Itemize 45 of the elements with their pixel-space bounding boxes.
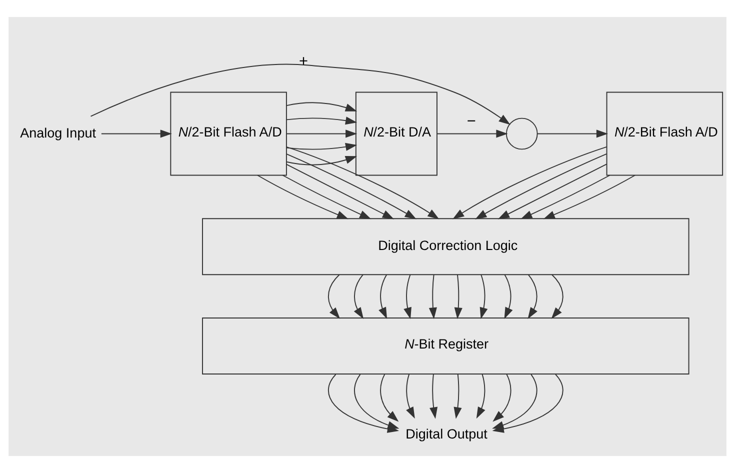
arrow — [543, 174, 636, 220]
arrow — [286, 164, 394, 220]
arrow — [528, 274, 538, 319]
edge-label: − — [466, 112, 476, 130]
arrow — [520, 174, 610, 220]
arrow — [498, 164, 608, 220]
node-circle — [506, 118, 538, 150]
arrow — [454, 374, 462, 419]
node-text: Analog Input — [20, 125, 96, 140]
arrow — [551, 274, 564, 319]
arrow — [480, 274, 488, 320]
node-box: Digital Correction Logic — [202, 218, 690, 276]
arrow — [286, 146, 440, 220]
arrow — [476, 374, 486, 419]
node-box: N-Bit Register — [202, 318, 690, 374]
arrow — [286, 116, 358, 125]
arrow — [286, 130, 358, 138]
arrow — [430, 374, 438, 419]
arrow — [328, 274, 340, 319]
arrow — [436, 130, 508, 138]
arrow — [475, 153, 607, 220]
arrow — [257, 174, 348, 220]
arrow — [406, 374, 415, 419]
arrow — [378, 274, 388, 320]
node-box: N/2-Bit D/A — [355, 92, 438, 176]
arrow — [452, 146, 607, 220]
arrow — [100, 130, 172, 138]
arrow — [537, 130, 608, 138]
node-box: N/2-Bit Flash A/D — [606, 92, 724, 176]
arrow — [428, 274, 437, 320]
arrow — [286, 154, 416, 220]
arrow — [286, 156, 358, 166]
arrow — [454, 274, 462, 320]
arrow — [504, 274, 513, 320]
node-text: Digital Output — [406, 426, 488, 442]
arrow — [380, 374, 399, 422]
arrow — [90, 64, 510, 125]
arrow — [404, 274, 412, 320]
arrow — [286, 142, 358, 151]
arrow — [354, 374, 400, 429]
arrow — [354, 274, 364, 319]
arrow — [492, 374, 512, 422]
node-box: N/2-Bit Flash A/D — [170, 92, 287, 176]
arrow — [282, 174, 372, 220]
arrow — [286, 102, 358, 112]
